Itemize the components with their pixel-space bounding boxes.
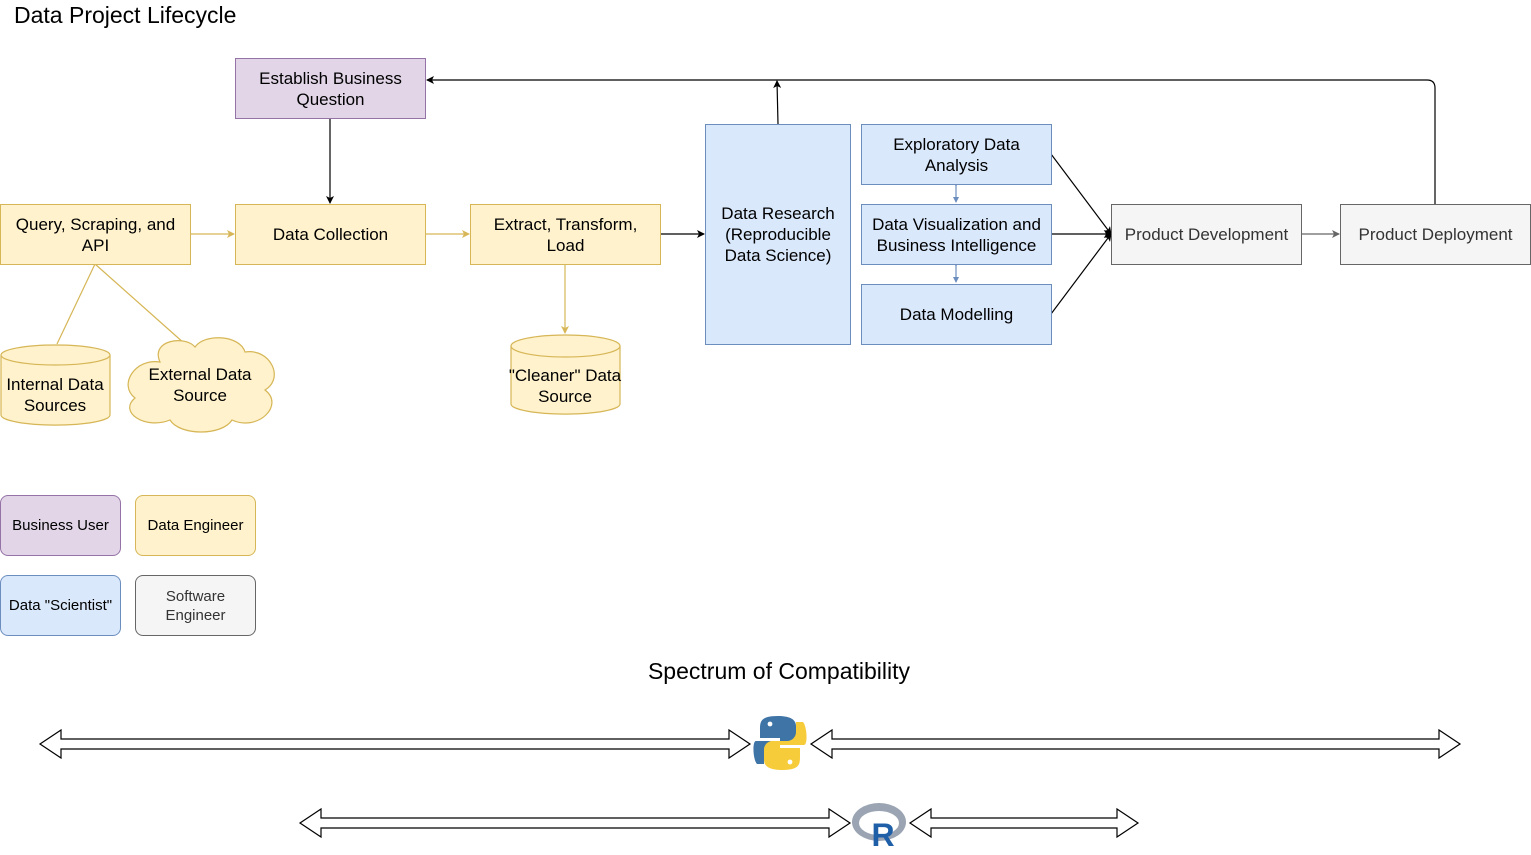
- internal-data-sources-label: Internal Data Sources: [6, 375, 104, 415]
- product-deployment-box[interactable]: Product Deployment: [1340, 204, 1531, 265]
- cleaner-data-source-label: "Cleaner" Data Source: [508, 366, 622, 406]
- internal-data-sources-cylinder: [0, 344, 111, 426]
- query-scraping-api-box[interactable]: Query, Scraping, and API: [0, 204, 191, 265]
- page-title: Data Project Lifecycle: [14, 2, 237, 28]
- legend-business-user: Business User: [0, 495, 121, 556]
- r-spectrum-right-arrow: [908, 807, 1140, 839]
- data-research-box[interactable]: Data Research (Reproducible Data Science…: [705, 124, 851, 345]
- legend-software-engineer: Software Engineer: [135, 575, 256, 636]
- edge-deployment-to-question: [426, 76, 1436, 204]
- python-spectrum-right-arrow: [809, 728, 1462, 760]
- data-modelling-box[interactable]: Data Modelling: [861, 284, 1052, 345]
- extract-transform-load-box[interactable]: Extract, Transform, Load: [470, 204, 661, 265]
- r-logo-letter: R: [871, 817, 894, 853]
- edge-modelling-to-product-dev: [1050, 233, 1112, 315]
- edge-eda-to-product-dev: [1050, 153, 1112, 235]
- external-data-source-cloud: [127, 337, 275, 433]
- edge-query-to-internal: [56, 263, 96, 345]
- edge-research-up: [773, 80, 782, 125]
- r-spectrum-left-arrow: [298, 807, 852, 839]
- spectrum-title: Spectrum of Compatibility: [647, 658, 911, 684]
- data-visualization-bi-box[interactable]: Data Visualization and Business Intellig…: [861, 204, 1052, 265]
- python-spectrum-left-arrow: [38, 728, 752, 760]
- r-logo-icon: R: [852, 803, 906, 853]
- python-logo-icon: [753, 716, 807, 770]
- product-development-box[interactable]: Product Development: [1111, 204, 1302, 265]
- edge-query-to-external: [94, 263, 186, 345]
- exploratory-data-analysis-box[interactable]: Exploratory Data Analysis: [861, 124, 1052, 185]
- external-data-source-label: External Data Source: [148, 365, 252, 405]
- cleaner-data-source-cylinder: [510, 334, 621, 415]
- data-collection-box[interactable]: Data Collection: [235, 204, 426, 265]
- establish-business-question-box[interactable]: Establish Business Question: [235, 58, 426, 119]
- legend-data-engineer: Data Engineer: [135, 495, 256, 556]
- legend-data-scientist: Data "Scientist": [0, 575, 121, 636]
